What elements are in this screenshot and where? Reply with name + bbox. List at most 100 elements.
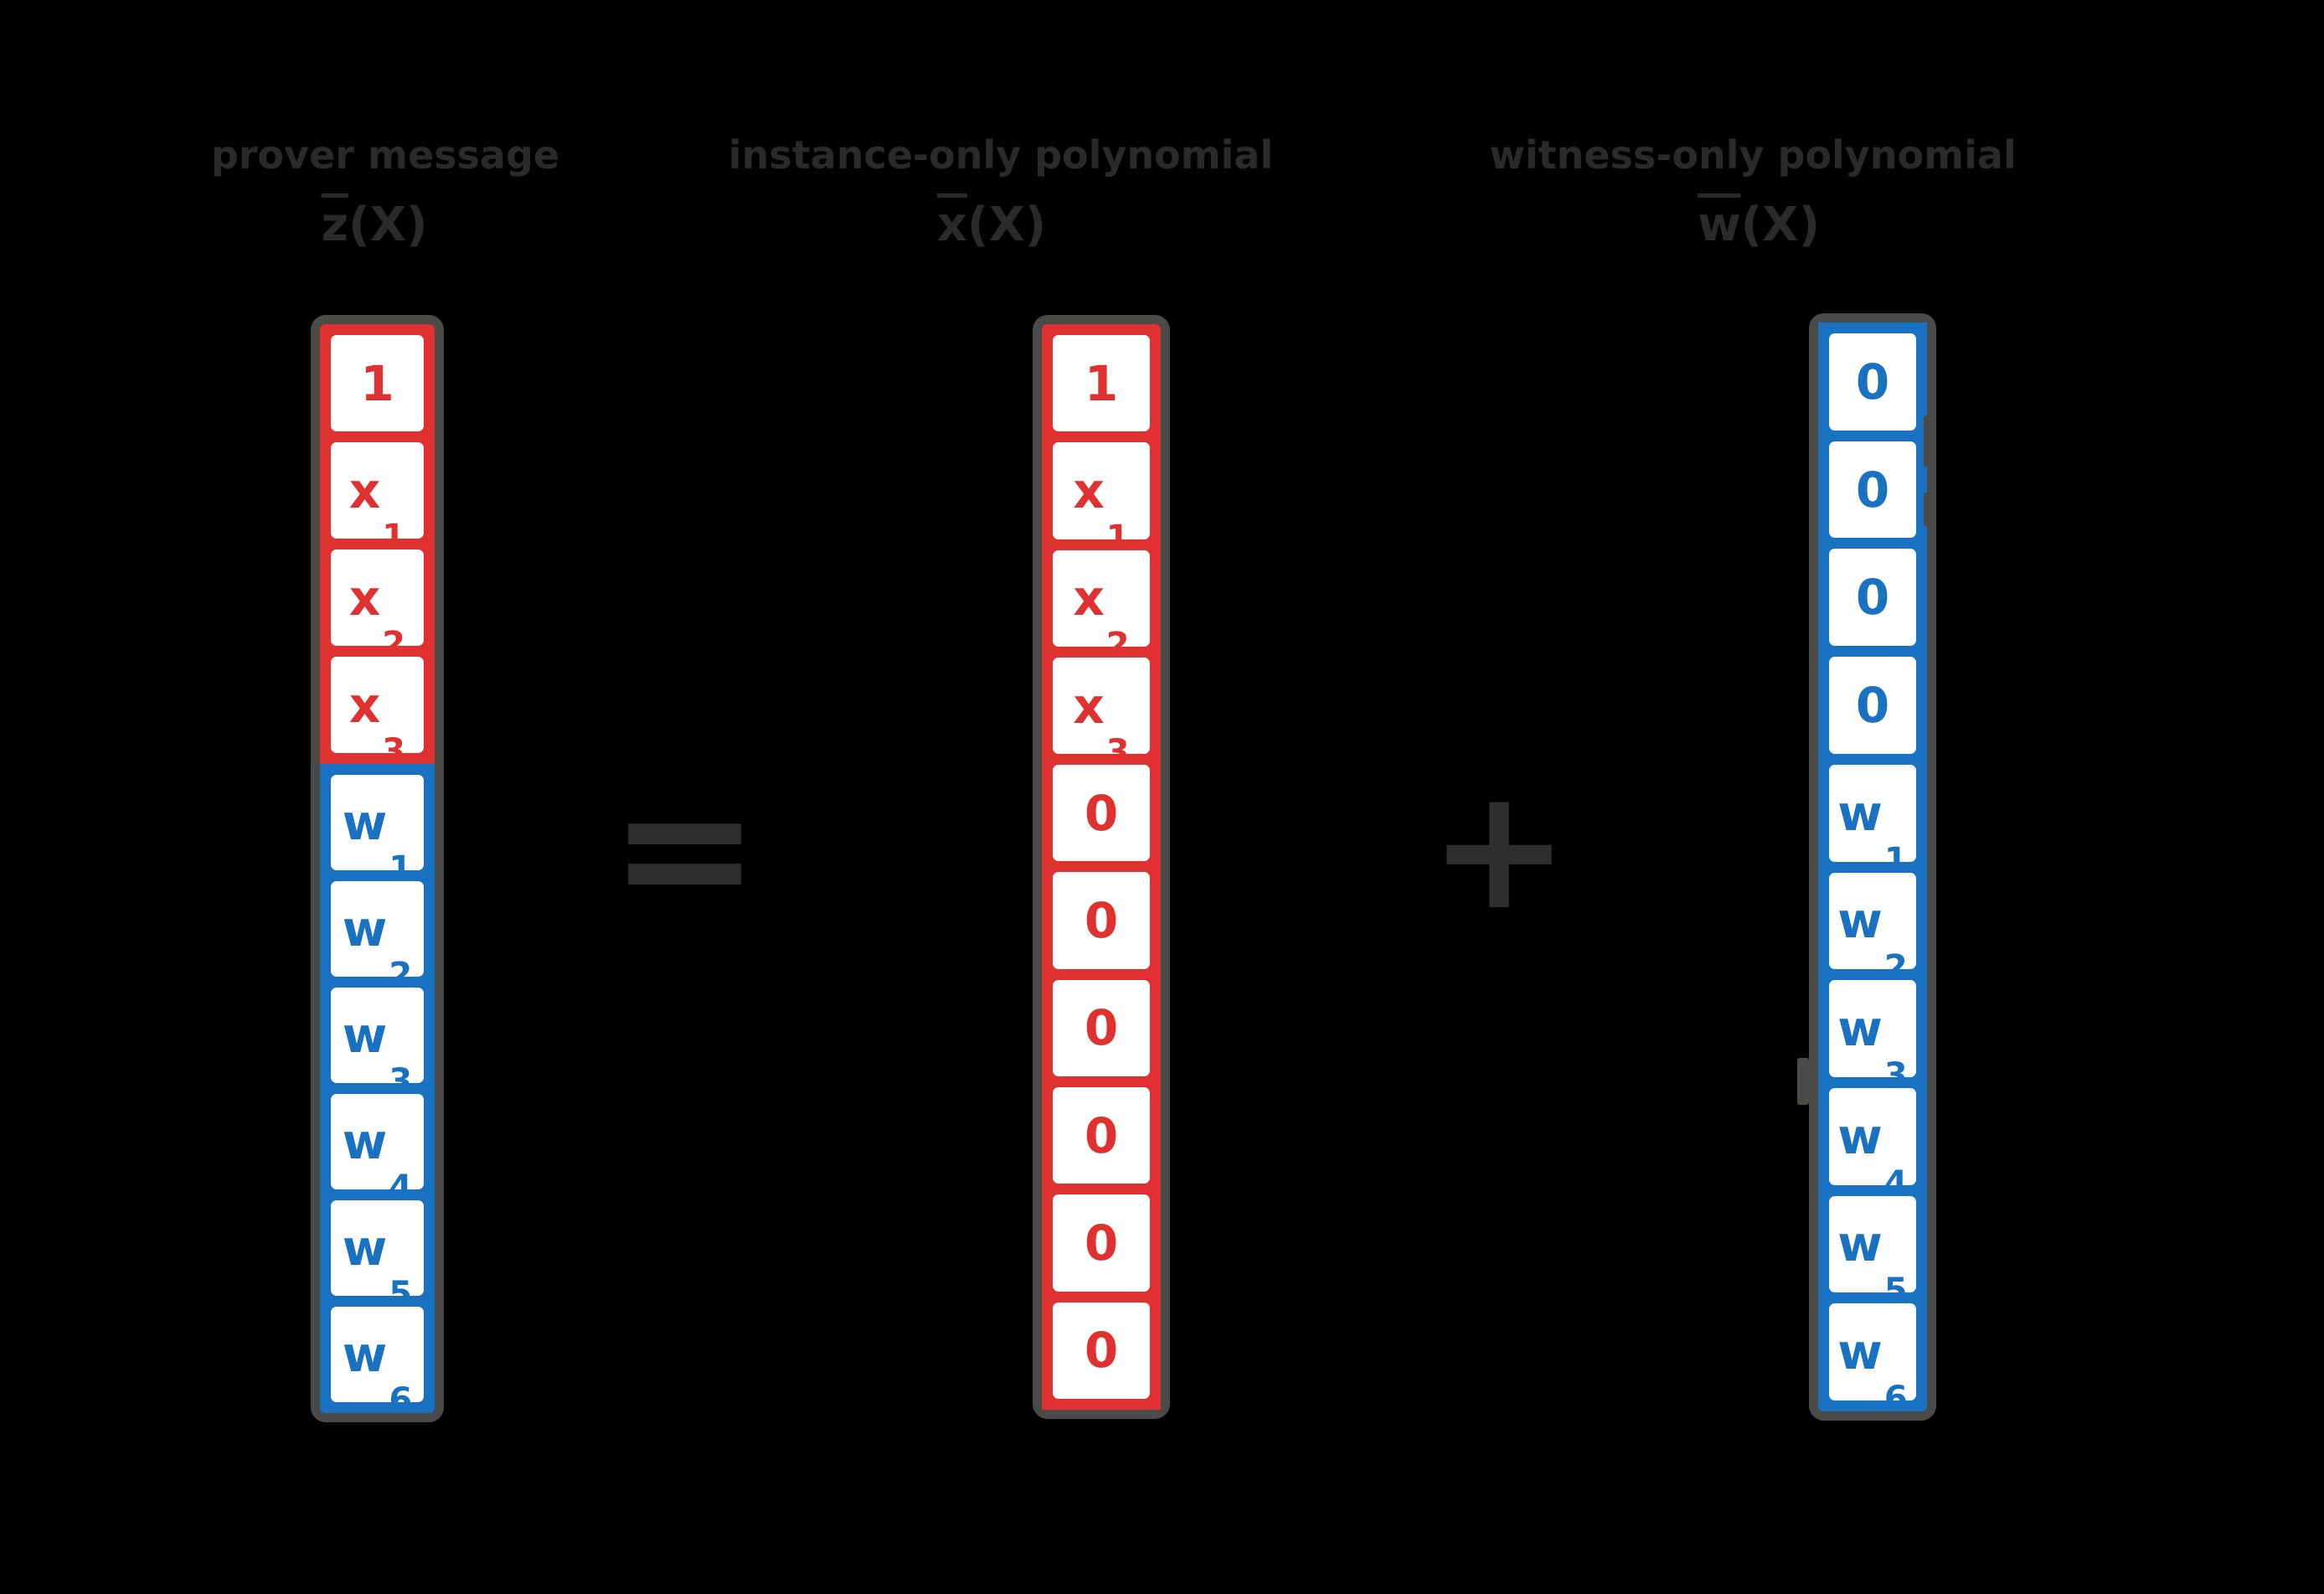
- vector-cell: 1: [331, 335, 424, 432]
- formula-argument: (X): [966, 198, 1047, 252]
- column-title-witness-only: witness-only polynomial: [1489, 132, 2017, 178]
- cell-subscript: 4: [389, 1168, 413, 1208]
- equals-sign: =: [609, 743, 760, 953]
- stroke-artifact: [1924, 493, 1935, 526]
- cell-subscript: 5: [1883, 1272, 1908, 1311]
- column-title-prover-message: prover message: [210, 132, 560, 178]
- cell-subscript: 2: [1883, 948, 1908, 988]
- cell-value: x: [348, 462, 381, 519]
- cell-value: w: [342, 1326, 388, 1384]
- vector-cell: 0: [1829, 549, 1916, 647]
- cell-value: x: [1073, 462, 1105, 519]
- cell-value: 1: [360, 354, 394, 412]
- cell-value: 0: [1084, 1322, 1119, 1380]
- vector-cell: 0: [1829, 441, 1916, 539]
- column-title-instance-only: instance-only polynomial: [728, 132, 1274, 178]
- cell-value: 0: [1855, 353, 1890, 410]
- cell-value: 0: [1084, 999, 1119, 1057]
- cell-subscript: 1: [382, 518, 406, 557]
- cell-value: w: [342, 1220, 388, 1277]
- cell-subscript: 2: [382, 625, 406, 664]
- cell-value: w: [342, 1113, 388, 1171]
- cell-value: w: [1837, 1323, 1883, 1381]
- cell-subscript: 3: [382, 732, 406, 771]
- formula-variable: z: [321, 198, 349, 252]
- cell-subscript: 1: [389, 849, 413, 889]
- cell-value: 0: [1855, 461, 1890, 518]
- formula-variable: x: [936, 198, 967, 252]
- cell-value: x: [348, 569, 381, 627]
- cell-value: 0: [1084, 892, 1119, 950]
- stroke-artifact: [1797, 1058, 1809, 1105]
- formula-argument: (X): [348, 198, 428, 252]
- formula-variable: w: [1697, 198, 1741, 252]
- cell-subscript: 6: [1883, 1380, 1908, 1419]
- cell-value: x: [1073, 677, 1105, 735]
- cell-subscript: 6: [389, 1381, 413, 1421]
- vector-cell: 0: [1053, 979, 1150, 1077]
- cell-subscript: 3: [1883, 1055, 1908, 1095]
- cell-value: w: [342, 900, 388, 958]
- column-formula-instance-only: x(X): [740, 198, 1243, 252]
- vector-cell: 0: [1829, 333, 1916, 431]
- cell-value: w: [1837, 1000, 1883, 1058]
- cell-value: w: [1837, 1215, 1883, 1273]
- column-formula-witness-only: w(X): [1507, 198, 2010, 252]
- vector-cell: 0: [1829, 657, 1916, 754]
- cell-value: w: [1837, 892, 1883, 950]
- vector-cell: 0: [1053, 1087, 1150, 1184]
- cell-value: w: [1837, 1107, 1883, 1165]
- cell-subscript: 3: [1105, 733, 1130, 772]
- cell-value: x: [348, 676, 381, 734]
- cell-subscript: 1: [1883, 840, 1908, 880]
- cell-value: 0: [1855, 569, 1890, 627]
- cell-value: 0: [1855, 676, 1890, 734]
- cell-value: w: [342, 1007, 388, 1065]
- cell-value: 0: [1084, 1215, 1119, 1272]
- column-formula-prover-message: z(X): [123, 198, 626, 252]
- stroke-artifact: [1924, 415, 1935, 467]
- cell-value: x: [1073, 570, 1105, 627]
- vector-cell: 0: [1053, 872, 1150, 969]
- vector-cell: 1: [1053, 335, 1150, 432]
- cell-subscript: 1: [1105, 518, 1130, 557]
- cell-value: w: [1837, 784, 1883, 842]
- cell-value: 0: [1084, 1107, 1119, 1164]
- cell-value: 1: [1084, 354, 1119, 412]
- cell-value: 0: [1084, 784, 1119, 842]
- cell-subscript: 2: [1105, 625, 1130, 664]
- cell-subscript: 2: [389, 956, 413, 995]
- formula-argument: (X): [1740, 198, 1821, 252]
- cell-subscript: 4: [1883, 1163, 1908, 1203]
- cell-subscript: 5: [389, 1275, 413, 1314]
- vector-cell: 0: [1053, 1302, 1150, 1399]
- cell-subscript: 3: [389, 1062, 413, 1101]
- vector-cell: 0: [1053, 765, 1150, 862]
- cell-value: w: [342, 794, 388, 852]
